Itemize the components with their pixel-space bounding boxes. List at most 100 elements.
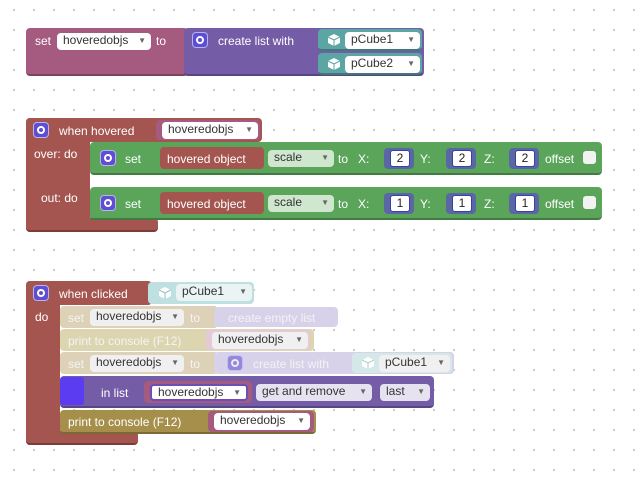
when-clicked-label: when clicked xyxy=(59,287,128,301)
to-label: to xyxy=(190,357,201,371)
to-label: to xyxy=(190,311,201,325)
z-value-field[interactable]: 1 xyxy=(515,195,535,212)
hovered-object-label: hovered object xyxy=(167,152,246,166)
pcube1-dropdown[interactable]: pCube1▼ xyxy=(379,355,450,372)
y-value-field[interactable]: 1 xyxy=(452,195,472,212)
hoveredobjs-dropdown[interactable]: hoveredobjs ▼ xyxy=(90,309,184,326)
chevron-down-icon: ▼ xyxy=(295,335,303,344)
chevron-down-icon: ▼ xyxy=(321,153,329,162)
offset-label: offset xyxy=(545,152,575,166)
pcube1-dropdown[interactable]: pCube1 ▼ xyxy=(345,32,420,49)
cube-icon xyxy=(159,287,171,299)
set-label: set xyxy=(68,311,85,325)
create-list-label: create list with xyxy=(253,357,330,371)
z-label: Z: xyxy=(484,152,495,166)
do-label: do xyxy=(35,310,49,324)
var-name: hoveredobjs xyxy=(168,122,234,136)
chevron-down-icon: ▼ xyxy=(407,35,415,44)
var-name: hoveredobjs xyxy=(220,413,286,427)
prop-name: scale xyxy=(274,150,303,164)
set-label: set xyxy=(125,152,142,166)
y-label: Y: xyxy=(420,197,431,211)
to-label: to xyxy=(156,34,167,48)
when-clicked-block[interactable]: when clicked pCube1 ▼ do set hoveredobjs ▼… xyxy=(26,281,454,446)
event-footer[interactable] xyxy=(26,218,158,232)
hoveredobjs-dropdown[interactable]: hoveredobjs ▼ xyxy=(90,355,184,372)
prop-name: scale xyxy=(274,195,303,209)
scale-dropdown[interactable]: scale ▼ xyxy=(268,150,334,167)
print-label: print to console (F12) xyxy=(68,415,182,429)
pos-name: last xyxy=(386,384,405,398)
var-name: hoveredobjs xyxy=(158,385,224,399)
cube-icon xyxy=(362,357,374,369)
op-name: get and remove xyxy=(262,384,346,398)
chevron-down-icon: ▼ xyxy=(171,358,179,367)
cube-icon xyxy=(328,34,340,46)
hoveredobjs-dropdown[interactable]: hoveredobjs ▼ xyxy=(212,332,308,349)
object-name: pCube1 xyxy=(351,32,394,46)
z-value-field[interactable]: 2 xyxy=(515,150,535,167)
chevron-down-icon: ▼ xyxy=(321,198,329,207)
over-do-label: over: do xyxy=(34,147,78,161)
out-do-label: out: do xyxy=(41,191,78,205)
set-label: set xyxy=(35,34,52,48)
offset-checkbox[interactable] xyxy=(583,196,596,209)
hoveredobjs-dropdown[interactable]: hoveredobjs ▼ xyxy=(214,413,310,430)
hovered-object-block[interactable] xyxy=(160,147,264,169)
chevron-down-icon: ▼ xyxy=(297,416,305,425)
x-value-field[interactable]: 2 xyxy=(390,150,410,167)
y-label: Y: xyxy=(420,152,431,166)
object-name: pCube1 xyxy=(182,284,225,298)
chevron-down-icon: ▼ xyxy=(437,358,445,367)
var-name: hoveredobjs xyxy=(218,332,284,346)
to-label: to xyxy=(338,152,349,166)
when-hovered-label: when hovered xyxy=(59,124,135,138)
chevron-down-icon: ▼ xyxy=(138,36,146,45)
offset-checkbox[interactable] xyxy=(583,151,596,164)
x-label: X: xyxy=(358,152,370,166)
gear-icon[interactable] xyxy=(193,33,207,47)
hovered-object-block[interactable] xyxy=(160,192,264,214)
hoveredobjs-dropdown[interactable]: hoveredobjs ▼ xyxy=(162,122,258,139)
operation-dropdown[interactable]: get and remove▼ xyxy=(256,384,372,401)
event-spine[interactable] xyxy=(26,281,60,445)
chevron-down-icon: ▼ xyxy=(239,287,247,296)
hoveredobjs-dropdown[interactable]: hoveredobjs▼ xyxy=(150,384,248,401)
gear-icon[interactable] xyxy=(101,196,115,210)
y-value-field[interactable]: 2 xyxy=(452,150,472,167)
set-hoveredobjs-block[interactable]: set hoveredobjs ▼ to create list with pCu… xyxy=(26,28,424,78)
gear-icon[interactable] xyxy=(101,151,115,165)
create-list-label: create list with xyxy=(218,34,295,48)
gear-icon[interactable] xyxy=(228,356,242,370)
x-label: X: xyxy=(358,197,370,211)
object-name: pCube2 xyxy=(351,56,394,70)
scale-dropdown[interactable]: scale ▼ xyxy=(268,195,334,212)
var-name: hoveredobjs xyxy=(96,309,162,323)
chevron-down-icon: ▼ xyxy=(171,312,179,321)
var-name: hoveredobjs xyxy=(96,355,162,369)
to-label: to xyxy=(338,197,349,211)
create-empty-list-label: create empty list xyxy=(228,311,316,325)
in-list-label: in list xyxy=(101,386,129,400)
z-label: Z: xyxy=(484,197,495,211)
hoveredobjs-var-dropdown[interactable]: hoveredobjs ▼ xyxy=(57,33,151,50)
chevron-down-icon: ▼ xyxy=(245,125,253,134)
position-dropdown[interactable]: last ▼ xyxy=(380,384,430,401)
event-footer[interactable] xyxy=(26,431,138,445)
selection-marker xyxy=(60,377,84,405)
x-value-field[interactable]: 1 xyxy=(390,195,410,212)
pcube2-dropdown[interactable]: pCube2▼ xyxy=(345,56,420,73)
gear-icon[interactable] xyxy=(34,286,48,300)
gear-icon[interactable] xyxy=(34,123,48,137)
offset-label: offset xyxy=(545,197,575,211)
pcube1-dropdown[interactable]: pCube1 ▼ xyxy=(176,284,252,301)
var-name: hoveredobjs xyxy=(63,33,129,47)
hovered-object-label: hovered object xyxy=(167,197,246,211)
chevron-down-icon: ▼ xyxy=(417,387,425,396)
when-hovered-block[interactable]: when hovered hoveredobjs ▼ over: do out: … xyxy=(26,118,606,233)
create-empty-list-block[interactable] xyxy=(214,307,338,327)
set-label: set xyxy=(125,197,142,211)
cube-icon xyxy=(328,58,340,70)
set-label: set xyxy=(68,357,85,371)
event-spine[interactable] xyxy=(26,118,90,232)
